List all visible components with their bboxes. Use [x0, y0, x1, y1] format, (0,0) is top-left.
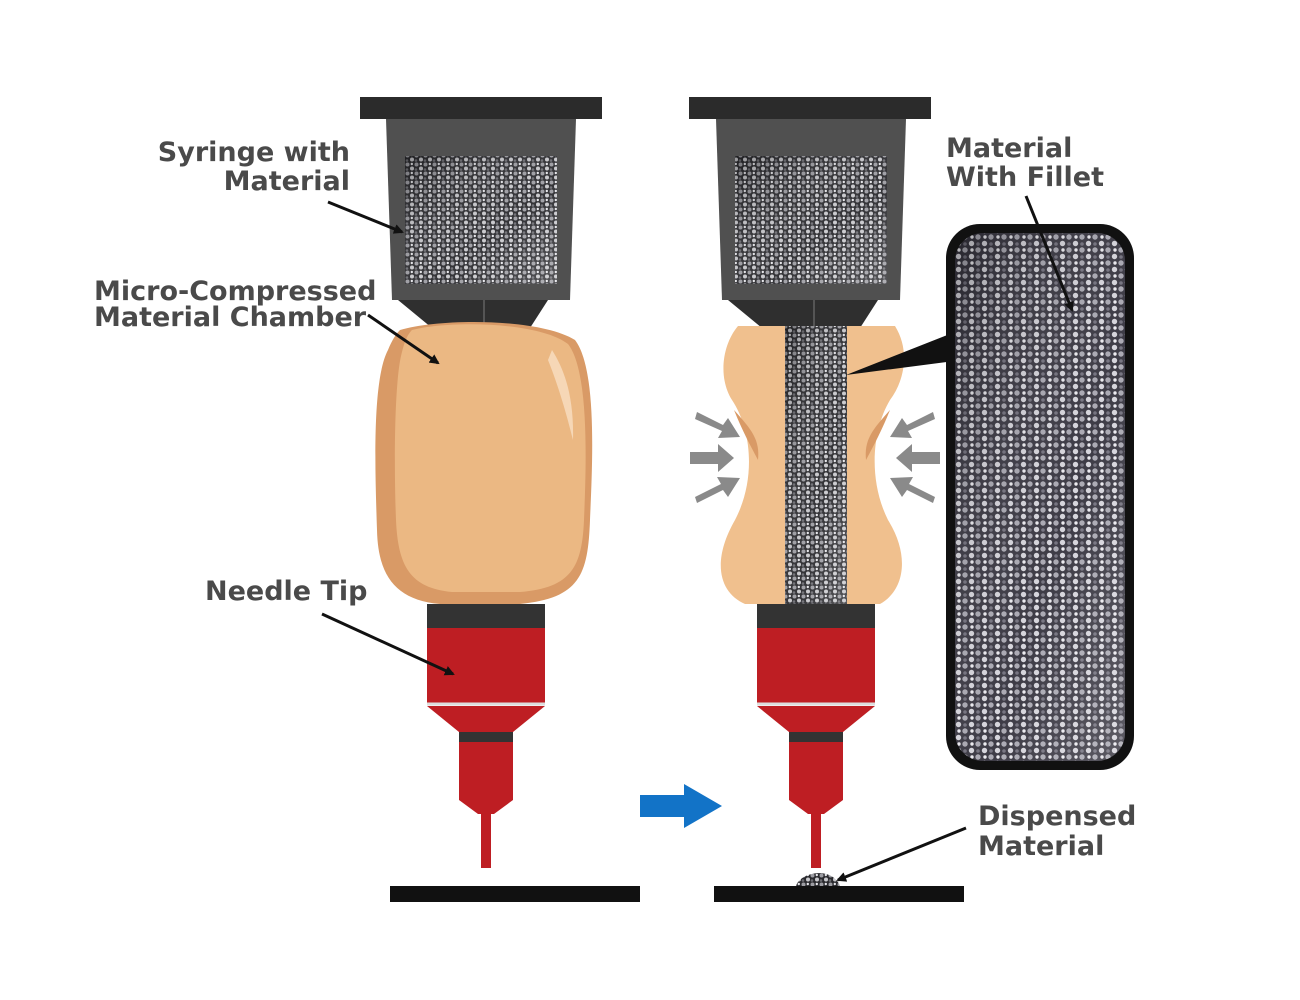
label-dispensed-line2: Material	[978, 831, 1104, 862]
right-column-shade	[785, 326, 847, 604]
left-chamber	[394, 324, 586, 592]
inward-arrow-icon	[690, 412, 740, 503]
right-needle-hub	[757, 628, 875, 704]
right-needle-barrel	[789, 742, 843, 814]
label-needle-tip: Needle Tip	[205, 576, 368, 607]
left-material-shade	[405, 156, 557, 284]
left-needle-hub	[427, 628, 545, 704]
label-fillet-line1: Material	[946, 133, 1072, 164]
leader-needle	[321, 612, 455, 676]
right-arrow-icon	[640, 784, 722, 828]
inward-arrow-icon-right	[890, 412, 940, 503]
left-needle-taper	[427, 706, 545, 732]
zoom-panel-shade	[955, 233, 1125, 761]
right-syringe-connector	[728, 300, 878, 328]
label-fillet-line2: With Fillet	[946, 162, 1104, 193]
right-needle-band	[789, 732, 843, 742]
label-chamber-line2: Material Chamber	[94, 302, 367, 333]
left-needle-collar	[427, 604, 545, 628]
right-needle-collar	[757, 604, 875, 628]
left-chamber-highlight	[548, 350, 574, 440]
left-substrate	[390, 886, 640, 902]
label-chamber-line1: Micro-Compressed	[94, 276, 376, 307]
leader-chamber	[367, 313, 440, 365]
right-assembly	[689, 97, 964, 902]
left-needle-tip	[481, 814, 491, 868]
right-chamber-crease-left	[734, 410, 759, 460]
label-dispensed-line1: Dispensed	[978, 801, 1136, 832]
left-syringe-top-bar	[360, 97, 602, 119]
left-assembly	[360, 97, 640, 902]
left-syringe-connector	[398, 300, 548, 328]
right-needle-taper	[757, 706, 875, 732]
right-syringe-top-bar	[689, 97, 931, 119]
leader-syringe	[327, 200, 404, 234]
label-syringe-line2: Material	[224, 166, 350, 197]
left-needle-barrel	[459, 742, 513, 814]
dispensed-droplet	[796, 873, 840, 886]
zoom-pointer	[846, 330, 962, 375]
right-substrate	[714, 886, 964, 902]
leader-dispensed	[836, 826, 967, 882]
label-syringe-line1: Syringe with	[158, 137, 350, 168]
right-needle-tip	[811, 814, 821, 868]
right-chamber-crease-right	[865, 410, 890, 460]
leader-fillet	[1024, 195, 1074, 312]
left-needle-band	[459, 732, 513, 742]
right-material-shade	[735, 156, 887, 284]
